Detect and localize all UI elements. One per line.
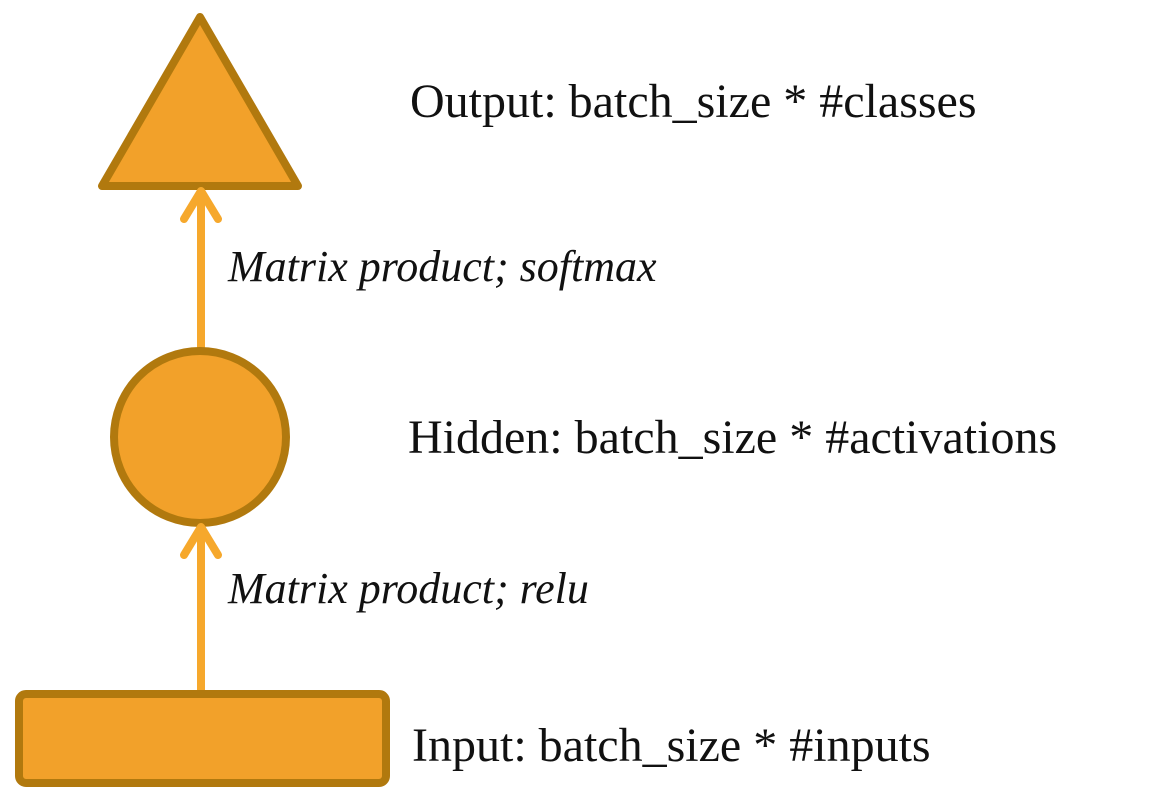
input-node-rectangle-icon [15, 690, 390, 787]
arrow-hidden-to-output-icon [180, 187, 222, 349]
hidden-node-label: Hidden: batch_size * #activations [408, 411, 1058, 464]
output-node-triangle-icon [98, 13, 302, 190]
output-node-label: Output: batch_size * #classes [410, 75, 977, 128]
arrow-input-to-hidden-icon [180, 523, 222, 690]
input-node-label: Input: batch_size * #inputs [412, 719, 931, 772]
edge-label-softmax: Matrix product; softmax [228, 242, 657, 291]
edge-label-relu: Matrix product; relu [228, 564, 589, 613]
hidden-node-circle-icon [110, 347, 290, 527]
